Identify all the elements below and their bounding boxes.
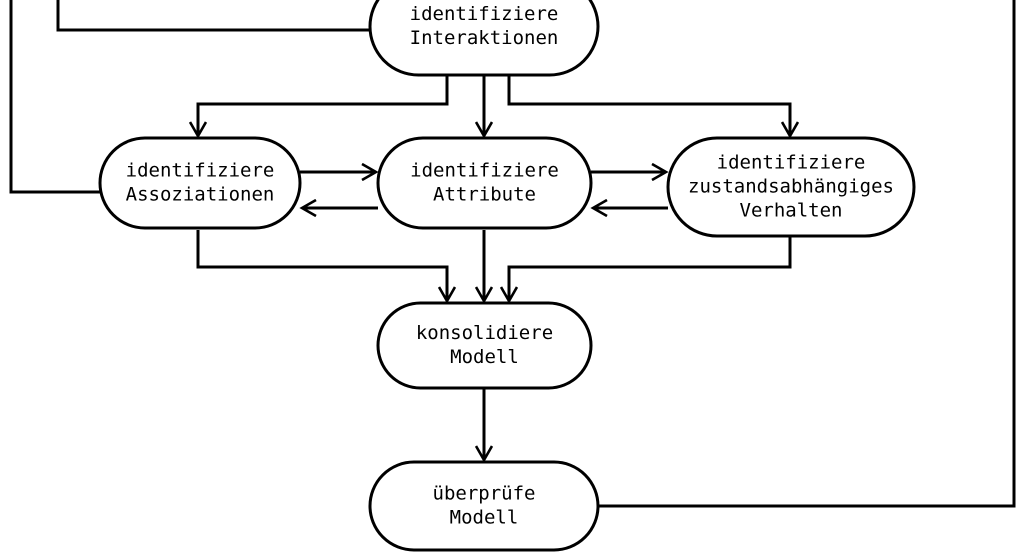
node-shape-verhalten	[666, 136, 916, 238]
node-layer: identifiziereInteraktionenidentifiziereA…	[98, 0, 916, 552]
edge-ueberpruefe-feedback-right	[596, 0, 1016, 508]
node-label-attribute-line-1: Attribute	[433, 184, 536, 206]
node-label-assoziationen-line-1: Assoziationen	[126, 184, 275, 206]
edge-interaktionen-to-verhalten	[507, 75, 790, 136]
node-label-verhalten-line-1: zustandsabhängiges	[688, 176, 894, 198]
node-label-attribute-line-0: identifiziere	[410, 160, 559, 182]
node-shape-interaktionen	[368, 0, 600, 77]
node-shape-attribute	[376, 136, 593, 230]
node-label-interaktionen-line-0: identifiziere	[410, 3, 559, 25]
edge-verhalten-to-konsolidiere	[509, 236, 792, 301]
edge-layer	[9, 0, 1016, 508]
node-shape-ueberpruefe	[368, 460, 600, 552]
edge-assoziationen-to-konsolidiere	[196, 230, 447, 301]
node-label-verhalten-line-0: identifiziere	[717, 152, 866, 174]
node-label-ueberpruefe-line-1: Modell	[450, 507, 519, 529]
node-label-assoziationen-line-0: identifiziere	[126, 160, 275, 182]
node-label-konsolidiere-line-1: Modell	[450, 346, 519, 368]
edge-interaktionen-feedback-left	[56, 0, 370, 32]
node-label-interaktionen-line-1: Interaktionen	[410, 27, 559, 49]
node-shape-konsolidiere	[376, 301, 593, 390]
edge-interaktionen-to-assoziationen	[198, 75, 449, 136]
node-label-konsolidiere-line-0: konsolidiere	[416, 322, 553, 344]
edge-offscreen-top-to-assoziationen	[9, 0, 102, 194]
node-shape-assoziationen	[98, 136, 302, 230]
node-label-verhalten-line-2: Verhalten	[740, 200, 843, 222]
node-label-ueberpruefe-line-0: überprüfe	[433, 483, 536, 505]
